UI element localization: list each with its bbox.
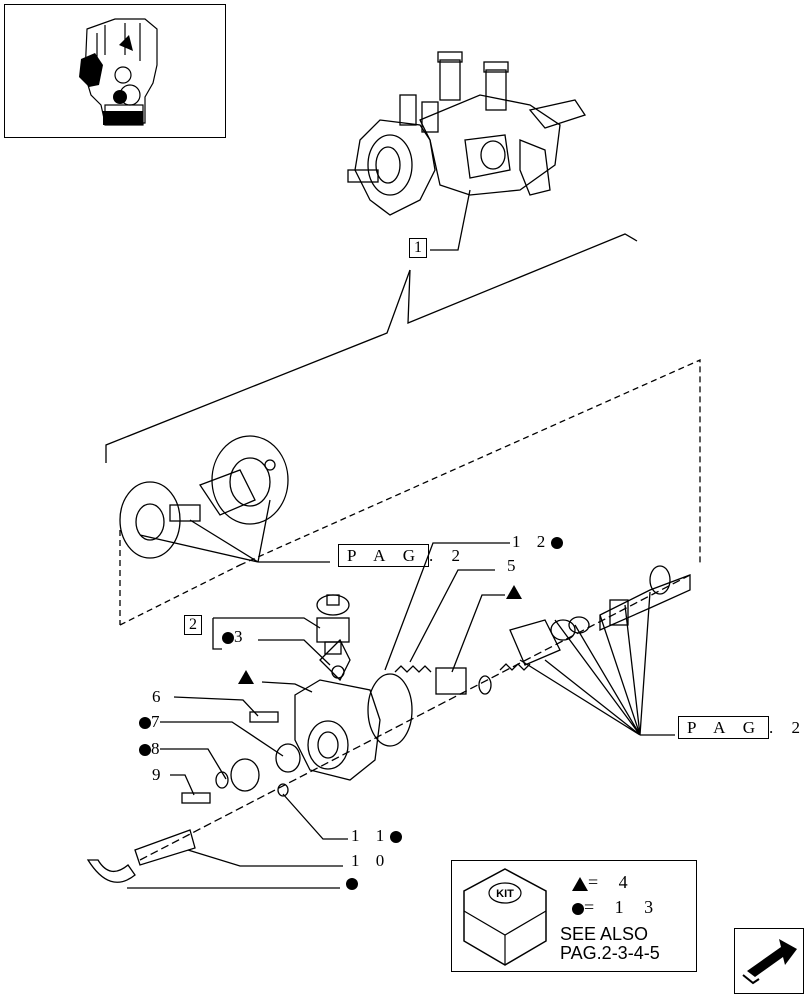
pag-ref-upper-suffix: . 2 — [429, 546, 468, 565]
pag-ref-lower-suffix: . 2 — [769, 718, 808, 737]
kit-box-icon: KIT — [463, 868, 547, 966]
callout-11-number: 1 1 — [351, 826, 391, 845]
next-page-button[interactable] — [734, 928, 804, 994]
see-also-text: SEE ALSO PAG.2-3-4-5 — [560, 925, 660, 963]
dot-marker-icon — [139, 717, 151, 730]
callout-triangle-right — [506, 582, 522, 600]
pag-ref-lower-box[interactable]: P A G — [678, 716, 770, 739]
kit-triangle-value: = 4 — [588, 872, 636, 892]
pag-ref-upper-box[interactable]: P A G — [338, 544, 430, 567]
callout-9: 9 — [152, 765, 167, 784]
dot-marker-icon — [346, 878, 358, 891]
callout-dot-bottom — [346, 874, 358, 892]
callout-12-number: 1 2 — [512, 532, 552, 551]
triangle-marker-icon — [506, 585, 522, 600]
callout-triangle-left — [238, 667, 254, 685]
callout-12: 1 2 — [512, 532, 564, 551]
callout-11: 1 1 — [351, 826, 403, 845]
pag-ref-lower[interactable]: P A G. 2 — [678, 716, 808, 739]
triangle-marker-icon — [572, 876, 588, 891]
injection-pump-assembly — [347, 51, 587, 216]
ref-1-box: 1 — [409, 238, 427, 258]
engine-locator-thumbnail — [4, 4, 226, 138]
kit-legend-dot: = 1 3 — [572, 897, 661, 918]
engine-thumbnail-drawing — [79, 18, 158, 126]
valve-part — [316, 594, 350, 679]
see-also-line2: PAG.2-3-4-5 — [560, 943, 660, 963]
kit-legend-triangle: = 4 — [572, 872, 636, 893]
callout-3: 3 — [222, 628, 249, 646]
next-page-arrow-icon — [742, 939, 797, 985]
see-also-line1: SEE ALSO — [560, 924, 649, 944]
callout-6: 6 — [152, 687, 167, 706]
dot-marker-icon — [390, 831, 403, 844]
pump-housing — [294, 638, 413, 781]
upper-subassembly — [119, 435, 289, 559]
dot-marker-icon — [139, 744, 151, 757]
kit-dot-value: = 1 3 — [584, 897, 662, 917]
callout-10: 1 0 — [351, 851, 391, 870]
dot-marker-icon — [551, 537, 564, 550]
callout-7: 7 — [139, 713, 166, 731]
shaft-parts — [394, 565, 691, 695]
callout-8-number: 8 — [151, 739, 166, 758]
pag-ref-upper[interactable]: P A G. 2 — [338, 544, 468, 567]
kit-legend-box: KIT = 4 = 1 3 SEE ALSO PAG.2-3-4-5 — [451, 860, 697, 972]
triangle-marker-icon — [238, 670, 254, 685]
kit-label: KIT — [496, 888, 514, 900]
ref-2-box: 2 — [184, 615, 202, 635]
callout-5: 5 — [507, 556, 522, 575]
dot-marker-icon — [222, 632, 234, 645]
callout-8: 8 — [139, 740, 166, 758]
callout-7-number: 7 — [151, 712, 166, 731]
dot-marker-icon — [572, 902, 584, 915]
callout-3-number: 3 — [234, 627, 249, 646]
